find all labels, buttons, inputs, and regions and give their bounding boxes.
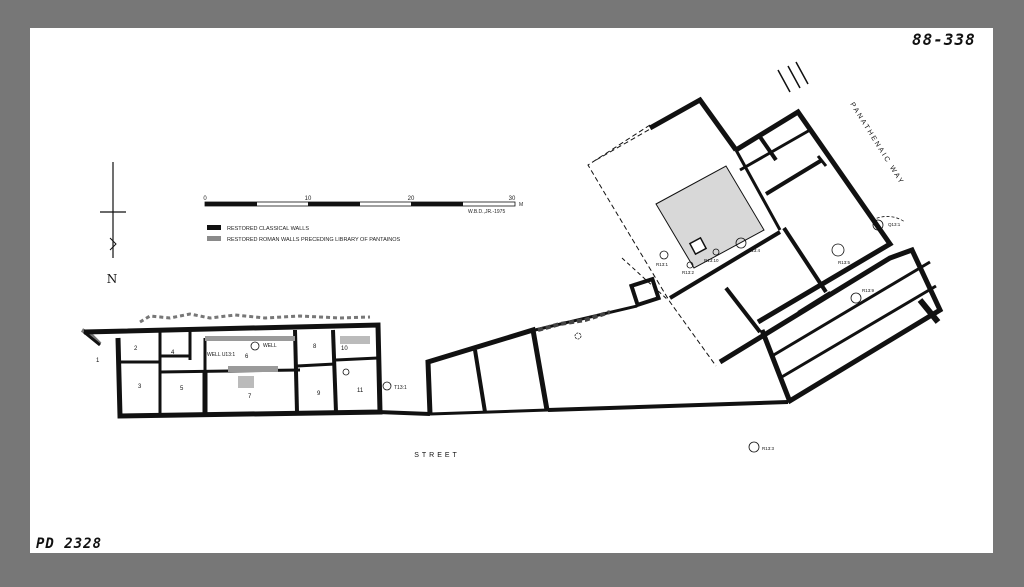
marker-r13-4 (735, 237, 747, 249)
middle-building (425, 304, 789, 416)
marker-r13-2-label: R13:2 (682, 270, 695, 275)
room-5: 5 (180, 386, 184, 392)
marker-r13-9 (850, 292, 862, 304)
well-marker-room-10 (342, 368, 350, 376)
marker-labels: R13:1 R13:2 R13:10 R13:4 R13:5 R13:9 Q13… (656, 222, 901, 451)
legend: RESTORED CLASSICAL WALLS RESTORED ROMAN … (207, 225, 401, 243)
legend-swatch-classical (207, 225, 221, 230)
north-label: N (107, 272, 118, 286)
marker-q13-1 (872, 219, 884, 231)
marker-r13-4-label: R13:4 (748, 248, 761, 253)
roman-wall-patches (205, 336, 370, 388)
marker-r13-5 (831, 243, 845, 257)
room-2: 2 (134, 346, 138, 352)
well-labels: WELL U13:1 WELL (207, 343, 277, 358)
panathenaic-way-label: PANATHENAIC WAY (848, 101, 905, 186)
room-7: 7 (248, 394, 252, 400)
room-numbers: 1 2 3 4 5 6 7 8 9 10 11 (96, 344, 364, 400)
legend-label-classical: RESTORED CLASSICAL WALLS (227, 226, 309, 232)
scale-tick-30: 30 (509, 196, 516, 202)
scale-tick-0: 0 (203, 196, 207, 202)
west-building (80, 312, 431, 419)
room-9: 9 (317, 391, 321, 397)
marker-q13-1-label: Q13:1 (888, 222, 901, 227)
marker-r13-9-label: R13:9 (862, 288, 875, 293)
room-6: 6 (245, 354, 249, 360)
excavation-markers (574, 219, 884, 453)
marker-r13-1-label: R13:1 (656, 262, 669, 267)
courtyard-paving (655, 165, 765, 269)
marker-r13-3 (748, 441, 760, 453)
marker-r13-10-label: R13:10 (704, 258, 719, 263)
room-10: 10 (341, 346, 348, 352)
courtyard-feature (688, 236, 708, 256)
legend-label-roman: RESTORED ROMAN WALLS PRECEDING LIBRARY O… (227, 237, 401, 243)
well-label: WELL (263, 343, 277, 349)
room-8: 8 (313, 344, 317, 350)
room-3: 3 (138, 384, 142, 390)
catalog-number: 88-338 (912, 30, 976, 49)
well-marker (250, 341, 260, 351)
marker-r13-2 (686, 261, 694, 269)
square-tower (628, 276, 662, 308)
credit-text: W.B.D.,JR.-1975 (468, 209, 505, 215)
street-label: STREET (414, 452, 460, 459)
marker-r13-5-label: R13:5 (838, 260, 851, 265)
north-arrow: N (100, 162, 126, 286)
marker-r13-1 (659, 250, 669, 260)
room-11: 11 (357, 388, 364, 394)
marker-t13 (382, 381, 392, 391)
scale-tick-10: 10 (305, 196, 312, 202)
plate-id: PD 2328 (36, 536, 103, 552)
legend-swatch-roman (207, 236, 221, 241)
scale-tick-20: 20 (408, 196, 415, 202)
scale-unit: M (519, 202, 523, 208)
marker-t13-label: T13:1 (394, 385, 407, 391)
ne-complex (587, 61, 944, 405)
scale-bar: 0 10 20 30 M W.B.D.,JR.-1975 (203, 196, 523, 215)
marker-small (574, 332, 582, 340)
room-1: 1 (96, 358, 100, 364)
marker-r13-3-label: R13:3 (762, 446, 775, 451)
marker-r13-10 (712, 248, 720, 256)
well-label-u13: WELL U13:1 (207, 352, 235, 358)
room-4: 4 (171, 350, 175, 356)
